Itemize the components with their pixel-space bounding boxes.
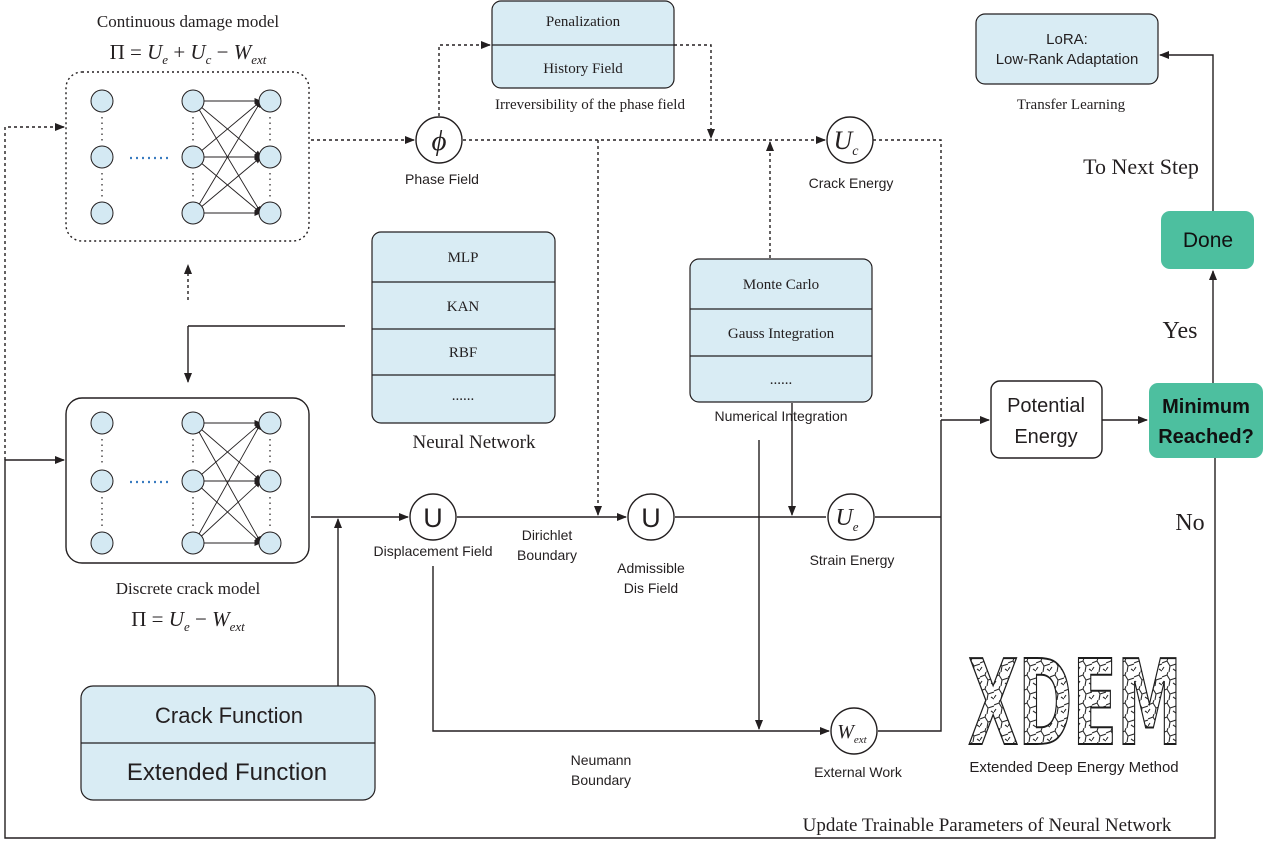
penalization-label: Penalization <box>546 14 621 30</box>
phase-field-label: Phase Field <box>405 171 479 187</box>
dirichlet-label-2: Boundary <box>517 547 577 563</box>
update-parameters-label: Update Trainable Parameters of Neural Ne… <box>803 815 1172 836</box>
crack-energy-symbol: U <box>834 126 855 155</box>
to-next-step-label: To Next Step <box>1083 154 1199 179</box>
strain-energy-symbol: U <box>835 505 854 531</box>
displacement-symbol: U <box>423 503 443 533</box>
xdem-logo: XDEM <box>967 633 1183 773</box>
continuous-network <box>90 89 282 225</box>
feedback-to-continuous-arrow <box>4 123 65 460</box>
lora-title: LoRA: <box>1046 31 1088 48</box>
strain-energy-sub: e <box>853 519 859 534</box>
potential-energy-line2: Energy <box>1014 426 1077 448</box>
crack-energy-node: Uc <box>826 116 874 164</box>
neumann-to-external-arrow <box>432 566 830 735</box>
admissible-label-2: Dis Field <box>624 580 678 596</box>
discrete-network <box>90 411 282 555</box>
history-to-crack-arrow <box>674 44 715 139</box>
minimum-line1: Minimum <box>1162 396 1250 418</box>
crack-energy-to-sum-line <box>873 139 942 420</box>
discrete-model-title: Discrete crack model <box>116 579 261 598</box>
xdem-logo-text: XDEM <box>968 634 1182 772</box>
strain-energy-node: Ue <box>827 493 875 541</box>
neural-network-caption: Neural Network <box>413 432 536 453</box>
discrete-model-formula: Π = Ue − Wext <box>131 607 245 634</box>
mlp-label: MLP <box>448 250 479 266</box>
svg-text:Wext: Wext <box>837 721 867 746</box>
no-label: No <box>1175 510 1204 536</box>
rbf-label: RBF <box>449 345 477 361</box>
admissible-symbol: U <box>641 503 661 533</box>
neumann-label-1: Neumann <box>571 752 632 768</box>
xdem-caption: Extended Deep Energy Method <box>969 759 1178 776</box>
phase-to-irreversibility-arrow <box>438 41 491 116</box>
strain-energy-label: Strain Energy <box>810 552 895 568</box>
displacement-label: Displacement Field <box>373 543 492 559</box>
continuous-model-title: Continuous damage model <box>97 12 280 31</box>
lora-subtitle: Low-Rank Adaptation <box>996 51 1139 68</box>
done-box <box>1161 211 1254 269</box>
continuous-model-formula: Π = Ue + Uc − Wext <box>110 40 267 67</box>
external-work-sub: ext <box>854 734 868 746</box>
extended-function-label: Extended Function <box>127 759 327 786</box>
irreversibility-caption: Irreversibility of the phase field <box>495 97 685 113</box>
displacement-node: U <box>409 493 457 541</box>
discrete-network-box <box>65 397 310 564</box>
crack-energy-sub: c <box>852 144 859 159</box>
continuous-network-box <box>65 71 310 242</box>
external-work-symbol: W <box>837 721 856 743</box>
neumann-label-2: Boundary <box>571 772 631 788</box>
transfer-learning-caption: Transfer Learning <box>1017 97 1126 113</box>
kan-label: KAN <box>447 299 480 315</box>
admissible-node: U <box>627 493 675 541</box>
minimum-line2: Reached? <box>1158 426 1254 448</box>
potential-energy-line1: Potential <box>1007 395 1085 417</box>
admissible-label-1: Admissible <box>617 560 685 576</box>
phase-field-node: ϕ <box>415 116 463 164</box>
numerical-integration-caption: Numerical Integration <box>714 408 847 424</box>
monte-carlo-label: Monte Carlo <box>743 277 819 293</box>
gauss-integration-label: Gauss Integration <box>728 326 835 342</box>
svg-text:Uc: Uc <box>834 126 860 159</box>
external-work-label: External Work <box>814 764 903 780</box>
numerical-integration-box <box>689 258 873 403</box>
phase-field-symbol: ϕ <box>431 125 446 157</box>
crack-function-label: Crack Function <box>155 703 303 728</box>
to-next-step-arrow <box>1159 51 1214 211</box>
external-to-sum-line <box>878 420 942 732</box>
crack-energy-label: Crack Energy <box>809 175 894 191</box>
history-field-label: History Field <box>543 61 623 77</box>
svg-text:Ue: Ue <box>835 505 858 534</box>
yes-label: Yes <box>1163 318 1198 344</box>
feedback-loop-arrow <box>4 456 1216 839</box>
lora-box <box>975 13 1159 85</box>
minimum-reached-box <box>1149 383 1263 458</box>
dirichlet-label-1: Dirichlet <box>522 527 573 543</box>
done-label: Done <box>1183 229 1233 252</box>
external-work-node: Wext <box>830 707 878 755</box>
integration-more-label: ...... <box>770 372 793 388</box>
nn-more-label: ...... <box>452 388 475 404</box>
